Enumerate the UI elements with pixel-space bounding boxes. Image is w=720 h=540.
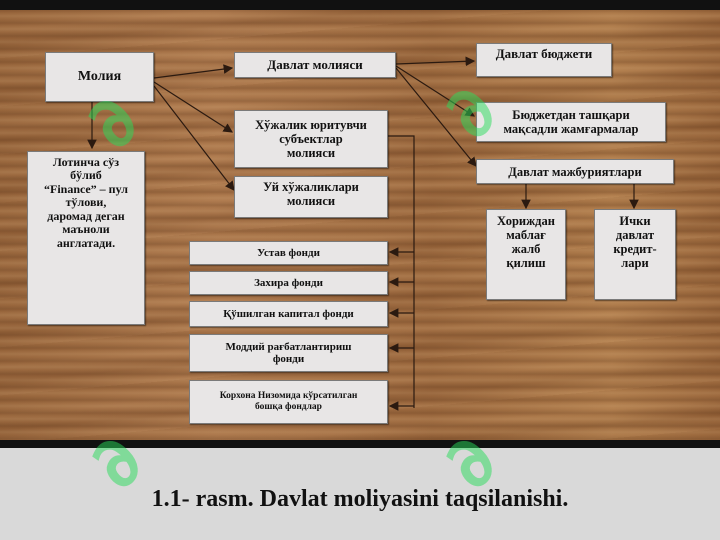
node-budjetdan-tashqari: Бюджетдан ташқари мақсадли жамғармалар (476, 102, 666, 142)
node-xorijdan: Хориждан маблағ жалб қилиш (486, 209, 566, 300)
node-zaxira: Захира фонди (189, 271, 388, 295)
node-ichki-kreditlar: Ички давлат кредит- лари (594, 209, 676, 300)
arrow-moliya-uy (153, 85, 235, 191)
node-lotincha: Лотинча сўз бўлиб “Finance” – пул тўлови… (27, 151, 145, 325)
node-moliya: Молия (45, 52, 154, 102)
node-davlat-moliyasi: Давлат молияси (234, 52, 396, 78)
node-uy-xojaliklari: Уй хўжаликлари молияси (234, 176, 388, 218)
arrow-davlat-tashqari (395, 65, 476, 117)
arrow-davlat-majburiyat (395, 67, 477, 167)
arrow-davlat-budjet (395, 56, 476, 67)
bracket-line (388, 135, 415, 408)
node-moddiy: Моддий рағбатлантириш фонди (189, 334, 388, 372)
node-kushilgan: Қўшилган капитал фонди (189, 301, 388, 327)
arrow-moliya-davlat (153, 64, 234, 79)
node-davlat-budjeti: Давлат бюджети (476, 43, 612, 77)
diagram-board: Молия Давлат молияси Давлат бюджети Бюдж… (0, 10, 720, 440)
node-korxona: Корхона Низомида кўрсатилган бошқа фондл… (189, 380, 388, 424)
arrow-moliya-xojalik (153, 81, 234, 133)
node-xojalik-yurituvchi: Хўжалик юритувчи субъектлар молияси (234, 110, 388, 168)
node-ustav: Устав фонди (189, 241, 388, 265)
connector-lines (87, 56, 639, 411)
figure-caption: 1.1- rasm. Davlat moliyasini taqsilanish… (151, 486, 569, 512)
node-davlat-majburiyatlari: Давлат мажбуриятлари (476, 159, 674, 184)
